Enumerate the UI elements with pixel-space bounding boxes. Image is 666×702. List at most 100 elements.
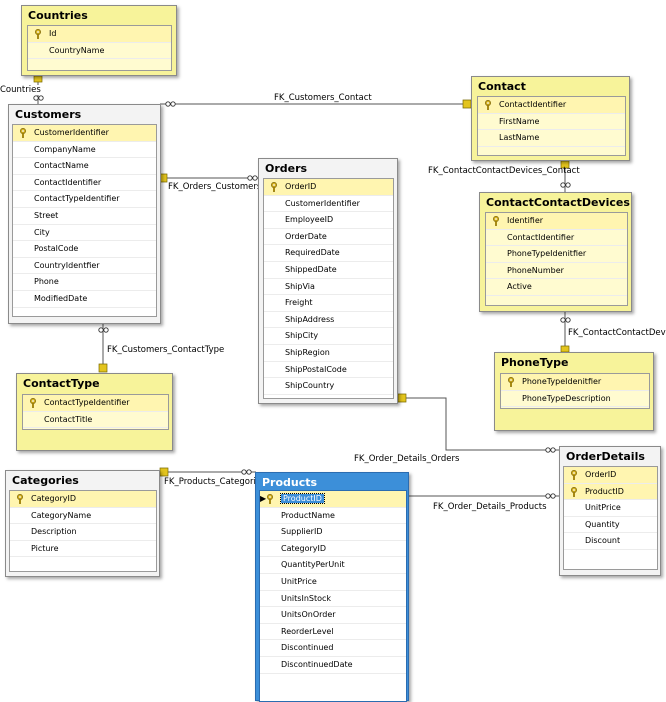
rel-end-many	[565, 182, 571, 188]
column-row[interactable]: Quantity	[564, 517, 657, 534]
column-row[interactable]: ShipAddress	[264, 312, 393, 329]
table-title: OrderDetails	[566, 450, 645, 463]
column-row[interactable]: EmployeeID	[264, 212, 393, 229]
column-name: UnitPrice	[281, 576, 317, 586]
column-row[interactable]: CompanyName	[13, 142, 156, 159]
column-row[interactable]: LastName	[478, 130, 625, 147]
column-row[interactable]: CountryIdentfier	[13, 258, 156, 275]
column-row[interactable]: PhoneNumber	[486, 263, 627, 280]
column-name: UnitsOnOrder	[281, 610, 336, 620]
column-row[interactable]: CustomerIdentifier	[13, 125, 156, 142]
column-row[interactable]: Street	[13, 208, 156, 225]
column-row[interactable]: Freight	[264, 295, 393, 312]
column-row[interactable]: OrderID	[564, 467, 657, 484]
column-row[interactable]: ReorderLevel	[260, 624, 406, 641]
column-row[interactable]: QuantityPerUnit	[260, 557, 406, 574]
column-row[interactable]: CustomerIdentifier	[264, 196, 393, 213]
column-row[interactable]: UnitPrice	[564, 500, 657, 517]
column-name: ModifiedDate	[34, 293, 88, 303]
column-row[interactable]: ShipCity	[264, 328, 393, 345]
column-row[interactable]: ContactIdentifier	[13, 175, 156, 192]
rel-label-order-details-products: FK_Order_Details_Products	[433, 502, 547, 512]
rel-end-many	[38, 95, 44, 101]
table-title: Contact	[478, 80, 526, 93]
rel-end-key	[462, 99, 472, 109]
column-row[interactable]: CategoryID	[10, 491, 156, 508]
table-title: PhoneType	[501, 356, 569, 369]
column-row[interactable]: Description	[10, 524, 156, 541]
column-row[interactable]: Picture	[10, 541, 156, 558]
column-row[interactable]: ShipCountry	[264, 378, 393, 395]
column-row[interactable]: UnitPrice	[260, 574, 406, 591]
column-row[interactable]: Phone	[13, 274, 156, 291]
column-row[interactable]: OrderID	[264, 179, 393, 196]
column-row[interactable]: ModifiedDate	[13, 291, 156, 308]
key-icon	[16, 494, 24, 504]
column-row[interactable]: Active	[486, 279, 627, 296]
column-row[interactable]: Identifier	[486, 213, 627, 230]
column-row[interactable]: PhoneTypeIdenitfier	[486, 246, 627, 263]
column-row[interactable]: City	[13, 225, 156, 242]
column-row[interactable]: RequiredDate	[264, 245, 393, 262]
column-row[interactable]: CategoryName	[10, 508, 156, 525]
column-row[interactable]: Discount	[564, 533, 657, 550]
key-icon	[484, 100, 492, 110]
column-row[interactable]: Discontinued	[260, 640, 406, 657]
table-title: Products	[262, 476, 318, 489]
column-row[interactable]: ContactTypeIdentifier	[23, 395, 168, 412]
column-row[interactable]: ContactTypeIdentifier	[13, 191, 156, 208]
column-row[interactable]: ContactIdentifier	[486, 230, 627, 247]
rel-label-customers-contacttype: FK_Customers_ContactType	[107, 345, 225, 355]
column-row[interactable]: PhoneTypeIdenitfier	[501, 374, 649, 391]
column-name: EmployeeID	[285, 215, 334, 225]
column-row[interactable]: CountryName	[28, 43, 171, 60]
column-row[interactable]: PhoneTypeDescription	[501, 391, 649, 408]
column-row[interactable]: ShipPostalCode	[264, 362, 393, 379]
column-name: Active	[507, 282, 532, 292]
table-title: ContactType	[23, 377, 100, 390]
column-row[interactable]: UnitsInStock	[260, 591, 406, 608]
key-icon	[492, 216, 500, 226]
column-row[interactable]: ShipRegion	[264, 345, 393, 362]
key-icon	[29, 398, 37, 408]
column-name: PhoneTypeIdenitfier	[522, 377, 602, 386]
column-row[interactable]: DiscontinuedDate	[260, 657, 406, 674]
column-name: PhoneNumber	[507, 265, 564, 275]
column-row[interactable]: OrderDate	[264, 229, 393, 246]
column-row[interactable]: ContactIdentifier	[478, 97, 625, 114]
column-row[interactable]: PostalCode	[13, 241, 156, 258]
column-name: ContactName	[34, 161, 89, 171]
column-row[interactable]: SupplierID	[260, 524, 406, 541]
column-row[interactable]: CategoryID	[260, 541, 406, 558]
column-row[interactable]: ShippedDate	[264, 262, 393, 279]
column-row[interactable]: ▶ProductID	[260, 491, 406, 508]
column-row[interactable]: ContactTitle	[23, 412, 168, 429]
rel-end-key	[33, 75, 43, 83]
column-row[interactable]: UnitsOnOrder	[260, 607, 406, 624]
column-name: Id	[49, 29, 57, 38]
column-name: ProductID	[280, 491, 325, 508]
column-name: Phone	[34, 277, 59, 287]
column-name: ShipRegion	[285, 347, 330, 357]
column-row[interactable]: Id	[28, 26, 171, 43]
column-name: DiscontinuedDate	[281, 659, 353, 669]
column-row[interactable]: ProductName	[260, 508, 406, 525]
column-name: ContactIdentifier	[34, 177, 102, 187]
column-row[interactable]: FirstName	[478, 114, 625, 131]
column-row[interactable]: ShipVia	[264, 279, 393, 296]
column-row[interactable]: ContactName	[13, 158, 156, 175]
column-row[interactable]: ProductID	[564, 483, 657, 501]
column-name: CompanyName	[34, 144, 96, 154]
